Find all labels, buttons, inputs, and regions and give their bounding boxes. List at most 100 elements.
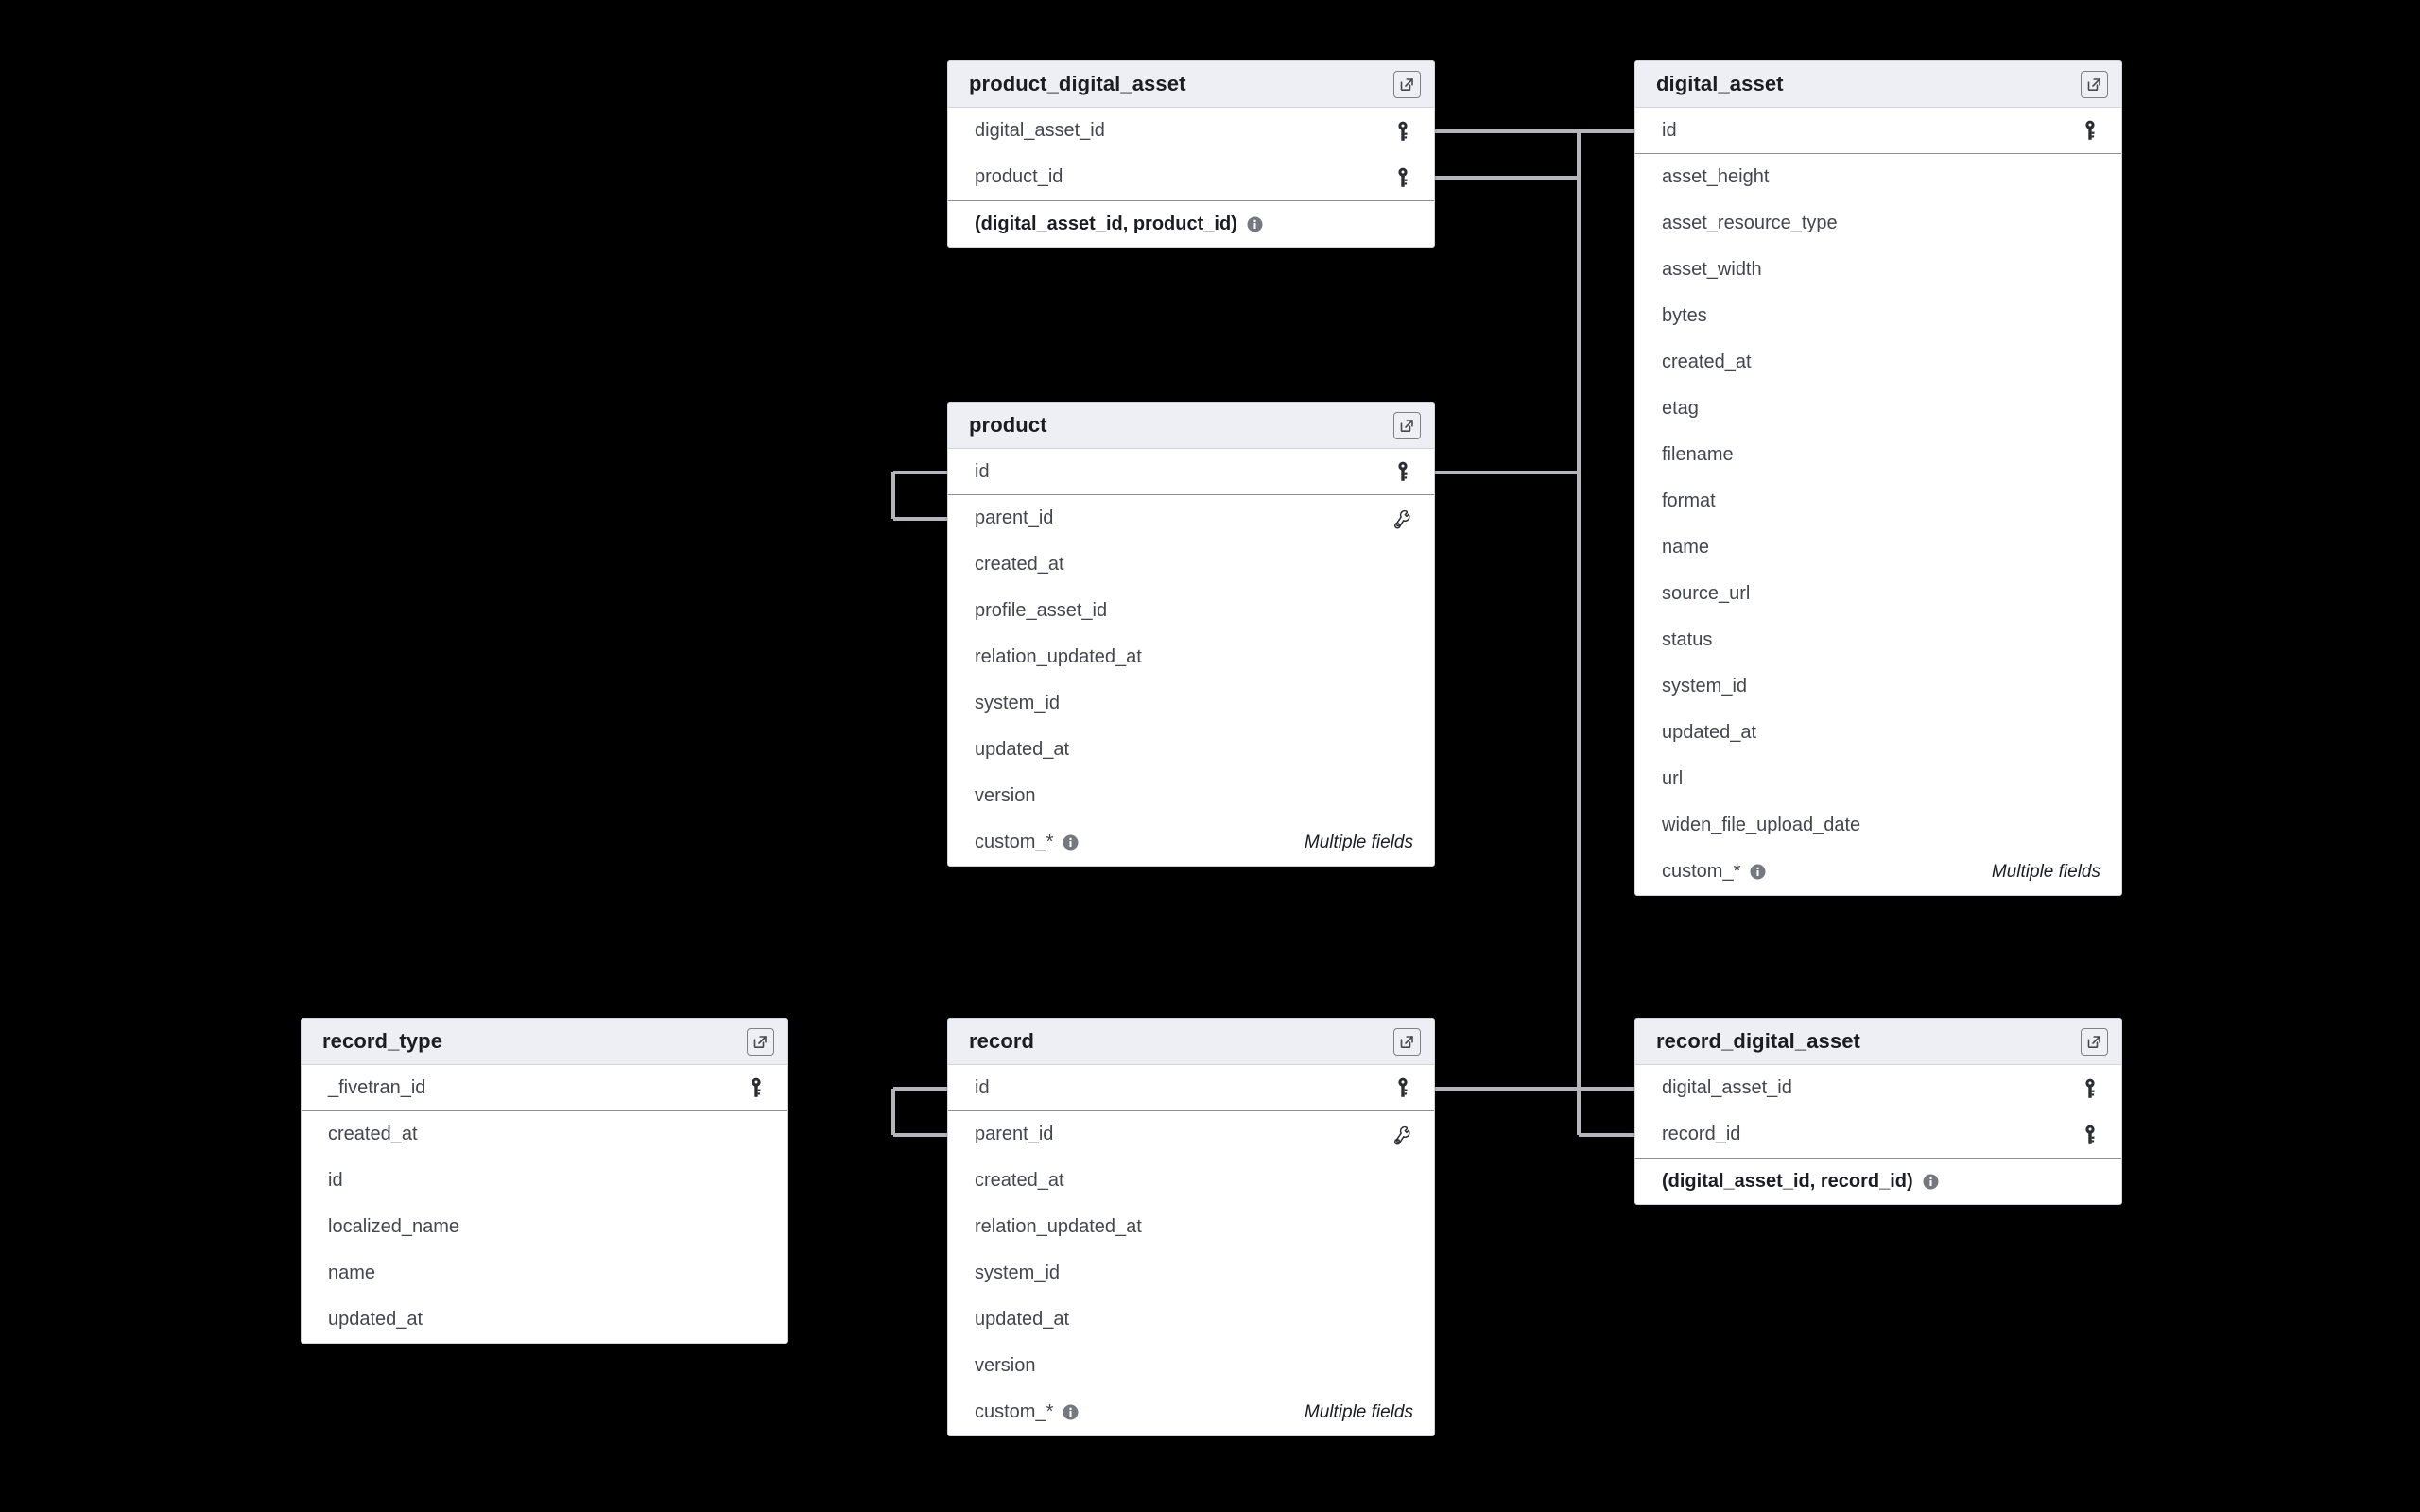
info-icon[interactable]	[1247, 216, 1263, 232]
field-row-digital_asset-system_id[interactable]: system_id	[1635, 663, 2121, 710]
field-row-record-system_id[interactable]: system_id	[948, 1250, 1434, 1297]
field-row-record_type-name[interactable]: name	[302, 1250, 787, 1297]
info-icon[interactable]	[1063, 834, 1079, 850]
field-name: custom_*	[1662, 861, 1741, 882]
field-row-product-relation_updated_at[interactable]: relation_updated_at	[948, 634, 1434, 680]
field-row-digital_asset-bytes[interactable]: bytes	[1635, 293, 2121, 339]
field-name: id	[1662, 119, 1677, 141]
info-icon[interactable]	[1750, 864, 1766, 880]
primary-key-icon	[1392, 167, 1413, 188]
field-name: created_at	[975, 1170, 1064, 1191]
field-name: asset_width	[1662, 259, 1762, 280]
external-link-icon[interactable]	[1393, 1027, 1421, 1056]
field-row-digital_asset-filename[interactable]: filename	[1635, 432, 2121, 478]
composite-key-row-record_digital_asset[interactable]: (digital_asset_id, record_id)	[1635, 1158, 2121, 1204]
field-row-record-parent_id[interactable]: parent_id	[948, 1111, 1434, 1158]
field-name: bytes	[1662, 305, 1707, 326]
field-row-digital_asset-widen_file_upload_date[interactable]: widen_file_upload_date	[1635, 802, 2121, 849]
field-name: system_id	[975, 1263, 1061, 1283]
field-row-digital_asset-asset_height[interactable]: asset_height	[1635, 154, 2121, 200]
field-name: record_id	[1662, 1124, 1741, 1144]
field-row-record-relation_updated_at[interactable]: relation_updated_at	[948, 1204, 1434, 1250]
field-row-record-custom_[interactable]: custom_* Multiple fields	[948, 1389, 1434, 1435]
info-icon[interactable]	[1923, 1174, 1939, 1190]
external-link-icon[interactable]	[1393, 411, 1421, 439]
external-link-icon[interactable]	[2081, 1027, 2108, 1056]
field-row-product-id[interactable]: id	[948, 449, 1434, 495]
field-name: name	[1662, 537, 1710, 558]
field-row-record-id[interactable]: id	[948, 1065, 1434, 1111]
edge-record-self-bottom	[893, 1132, 947, 1137]
composite-key-row-product_digital_asset[interactable]: (digital_asset_id, product_id)	[948, 200, 1434, 247]
field-name: updated_at	[975, 1309, 1070, 1330]
edge-rda-digitalassetid-to-record-id	[1435, 1086, 1634, 1091]
table-title: product	[969, 413, 1047, 437]
field-row-record-version[interactable]: version	[948, 1343, 1434, 1389]
composite-key-label: (digital_asset_id, record_id)	[1662, 1170, 1913, 1192]
field-row-digital_asset-etag[interactable]: etag	[1635, 386, 2121, 432]
field-name: parent_id	[975, 507, 1054, 528]
field-row-digital_asset-custom_[interactable]: custom_*Multiple fields	[1635, 849, 2121, 895]
field-row-record_digital_asset-record_id[interactable]: record_id	[1635, 1111, 2121, 1158]
external-link-icon[interactable]	[2081, 70, 2108, 98]
field-row-digital_asset-url[interactable]: url	[1635, 756, 2121, 802]
field-row-record_type-_fivetran_id[interactable]: _fivetran_id	[302, 1065, 787, 1111]
field-row-digital_asset-format[interactable]: format	[1635, 478, 2121, 524]
edge-product-self-bottom	[893, 516, 947, 521]
field-name: format	[1662, 490, 1716, 511]
table-title: record	[969, 1029, 1035, 1053]
field-row-product-system_id[interactable]: system_id	[948, 680, 1434, 727]
field-name: digital_asset_id	[975, 120, 1105, 141]
field-row-digital_asset-status[interactable]: status	[1635, 617, 2121, 663]
field-row-record-created_at[interactable]: created_at	[948, 1158, 1434, 1204]
field-row-product_digital_asset-product_id[interactable]: product_id	[948, 154, 1434, 200]
field-row-record_type-localized_name[interactable]: localized_name	[302, 1204, 787, 1250]
field-row-product-updated_at[interactable]: updated_at	[948, 727, 1434, 773]
field-row-digital_asset-name[interactable]: name	[1635, 524, 2121, 571]
field-row-record_type-created_at[interactable]: created_at	[302, 1111, 787, 1158]
field-row-digital_asset-updated_at[interactable]: updated_at	[1635, 710, 2121, 756]
field-name: product_id	[975, 166, 1063, 187]
multiple-fields-note: Multiple fields	[1304, 1401, 1413, 1422]
primary-key-icon	[1392, 1077, 1413, 1098]
edge-record-self-top	[893, 1086, 947, 1091]
table-title: product_digital_asset	[969, 72, 1186, 95]
field-row-product-profile_asset_id[interactable]: profile_asset_id	[948, 588, 1434, 634]
field-row-digital_asset-source_url[interactable]: source_url	[1635, 571, 2121, 617]
info-icon[interactable]	[1063, 1404, 1079, 1420]
field-row-digital_asset-asset_width[interactable]: asset_width	[1635, 247, 2121, 293]
primary-key-icon	[1392, 461, 1413, 482]
field-name: custom_*	[975, 1401, 1054, 1422]
field-name: asset_height	[1662, 166, 1770, 187]
field-name: id	[328, 1170, 343, 1191]
external-link-icon[interactable]	[747, 1027, 774, 1056]
field-row-record_digital_asset-digital_asset_id[interactable]: digital_asset_id	[1635, 1065, 2121, 1111]
table-header-record: record	[948, 1019, 1434, 1065]
external-link-icon[interactable]	[1393, 70, 1421, 98]
field-row-record-updated_at[interactable]: updated_at	[948, 1297, 1434, 1343]
table-header-digital_asset: digital_asset	[1635, 61, 2121, 108]
field-row-product-parent_id[interactable]: parent_id	[948, 495, 1434, 541]
field-row-product_digital_asset-digital_asset_id[interactable]: digital_asset_id	[948, 108, 1434, 154]
field-row-product-version[interactable]: version	[948, 773, 1434, 819]
table-header-record_digital_asset: record_digital_asset	[1635, 1019, 2121, 1065]
field-row-digital_asset-asset_resource_type[interactable]: asset_resource_type	[1635, 200, 2121, 247]
field-row-digital_asset-created_at[interactable]: created_at	[1635, 339, 2121, 386]
table-card-record[interactable]: record id parent_id created_at relation_upda…	[947, 1018, 1435, 1436]
field-row-record_type-updated_at[interactable]: updated_at	[302, 1297, 787, 1343]
edge-pda-productid-stub	[1435, 175, 1579, 180]
field-row-product-custom_[interactable]: custom_*Multiple fields	[948, 819, 1434, 866]
field-row-product-created_at[interactable]: created_at	[948, 541, 1434, 588]
table-title: record_digital_asset	[1656, 1029, 1860, 1053]
field-name: updated_at	[975, 739, 1070, 760]
field-row-record_type-id[interactable]: id	[302, 1158, 787, 1204]
field-name: relation_updated_at	[975, 646, 1142, 667]
field-name: relation_updated_at	[975, 1216, 1142, 1237]
field-name: parent_id	[975, 1124, 1054, 1144]
field-row-digital_asset-id[interactable]: id	[1635, 108, 2121, 154]
